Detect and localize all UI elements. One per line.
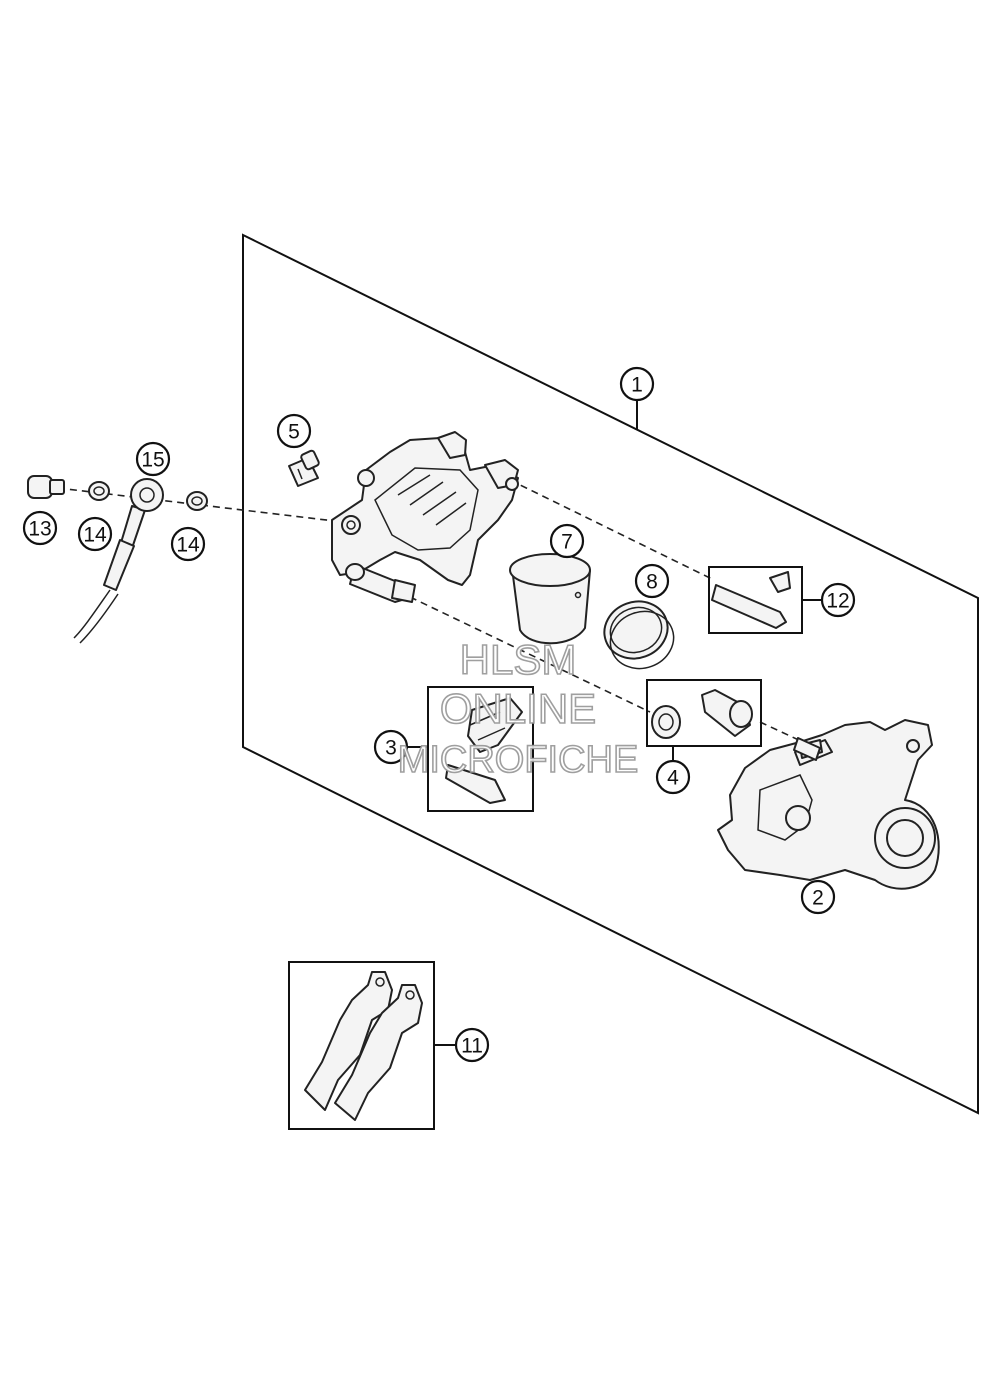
callout-label: 13 xyxy=(28,518,51,541)
watermark-line-3: MICROFICHE xyxy=(398,739,639,781)
caliper-bracket xyxy=(717,719,940,890)
callout-label: 15 xyxy=(141,449,164,472)
piston-seals xyxy=(603,600,675,670)
caliper-housing xyxy=(331,431,519,603)
slide-pin-axis xyxy=(409,596,651,713)
slide-pin xyxy=(793,737,821,761)
callout-label: 14 xyxy=(176,534,200,557)
pad-spring-kit-box xyxy=(427,686,534,812)
callout-label: 5 xyxy=(288,421,300,444)
callout-5: 5 xyxy=(276,413,312,449)
callout-label: 12 xyxy=(826,590,849,613)
callout-label: 4 xyxy=(667,767,679,790)
slide-pin-boot xyxy=(651,689,753,739)
callout-4: 4 xyxy=(655,759,691,795)
callout-11: 11 xyxy=(454,1027,490,1063)
callout-13: 13 xyxy=(22,510,58,546)
callout-15: 15 xyxy=(135,441,171,477)
guide-pin-axis xyxy=(509,479,715,581)
callout-7: 7 xyxy=(549,523,585,559)
piston xyxy=(509,553,591,645)
callout-3: 3 xyxy=(373,729,409,765)
brake-pads xyxy=(304,971,423,1121)
slide-pin-axis-lower xyxy=(759,721,804,743)
sealing-washer-right xyxy=(186,491,208,511)
watermark-line-1: HLSM xyxy=(460,636,577,683)
brake-line xyxy=(73,478,164,644)
callout-label: 3 xyxy=(385,737,397,760)
callout-label: 7 xyxy=(561,531,573,554)
sealing-washer-left xyxy=(88,481,110,501)
callout-14-right: 14 xyxy=(170,526,206,562)
pad-spring xyxy=(445,697,523,804)
callout-label: 8 xyxy=(646,571,658,594)
callout-1: 1 xyxy=(619,366,655,402)
watermark-line-2: ONLINE xyxy=(440,685,596,732)
callout-8: 8 xyxy=(634,563,670,599)
assembly-frame xyxy=(242,233,979,1115)
callout-2: 2 xyxy=(800,879,836,915)
slide-pin-kit-box xyxy=(646,679,762,747)
callout-12: 12 xyxy=(820,582,856,618)
callout-label: 11 xyxy=(461,1035,483,1058)
callout-label: 14 xyxy=(83,524,107,547)
callout-14-left: 14 xyxy=(77,516,113,552)
bleeder-screw xyxy=(288,449,320,487)
pad-pin xyxy=(711,571,791,629)
callout-label: 2 xyxy=(812,887,824,910)
banjo-bolt xyxy=(27,475,65,499)
callout-label: 1 xyxy=(631,374,643,397)
